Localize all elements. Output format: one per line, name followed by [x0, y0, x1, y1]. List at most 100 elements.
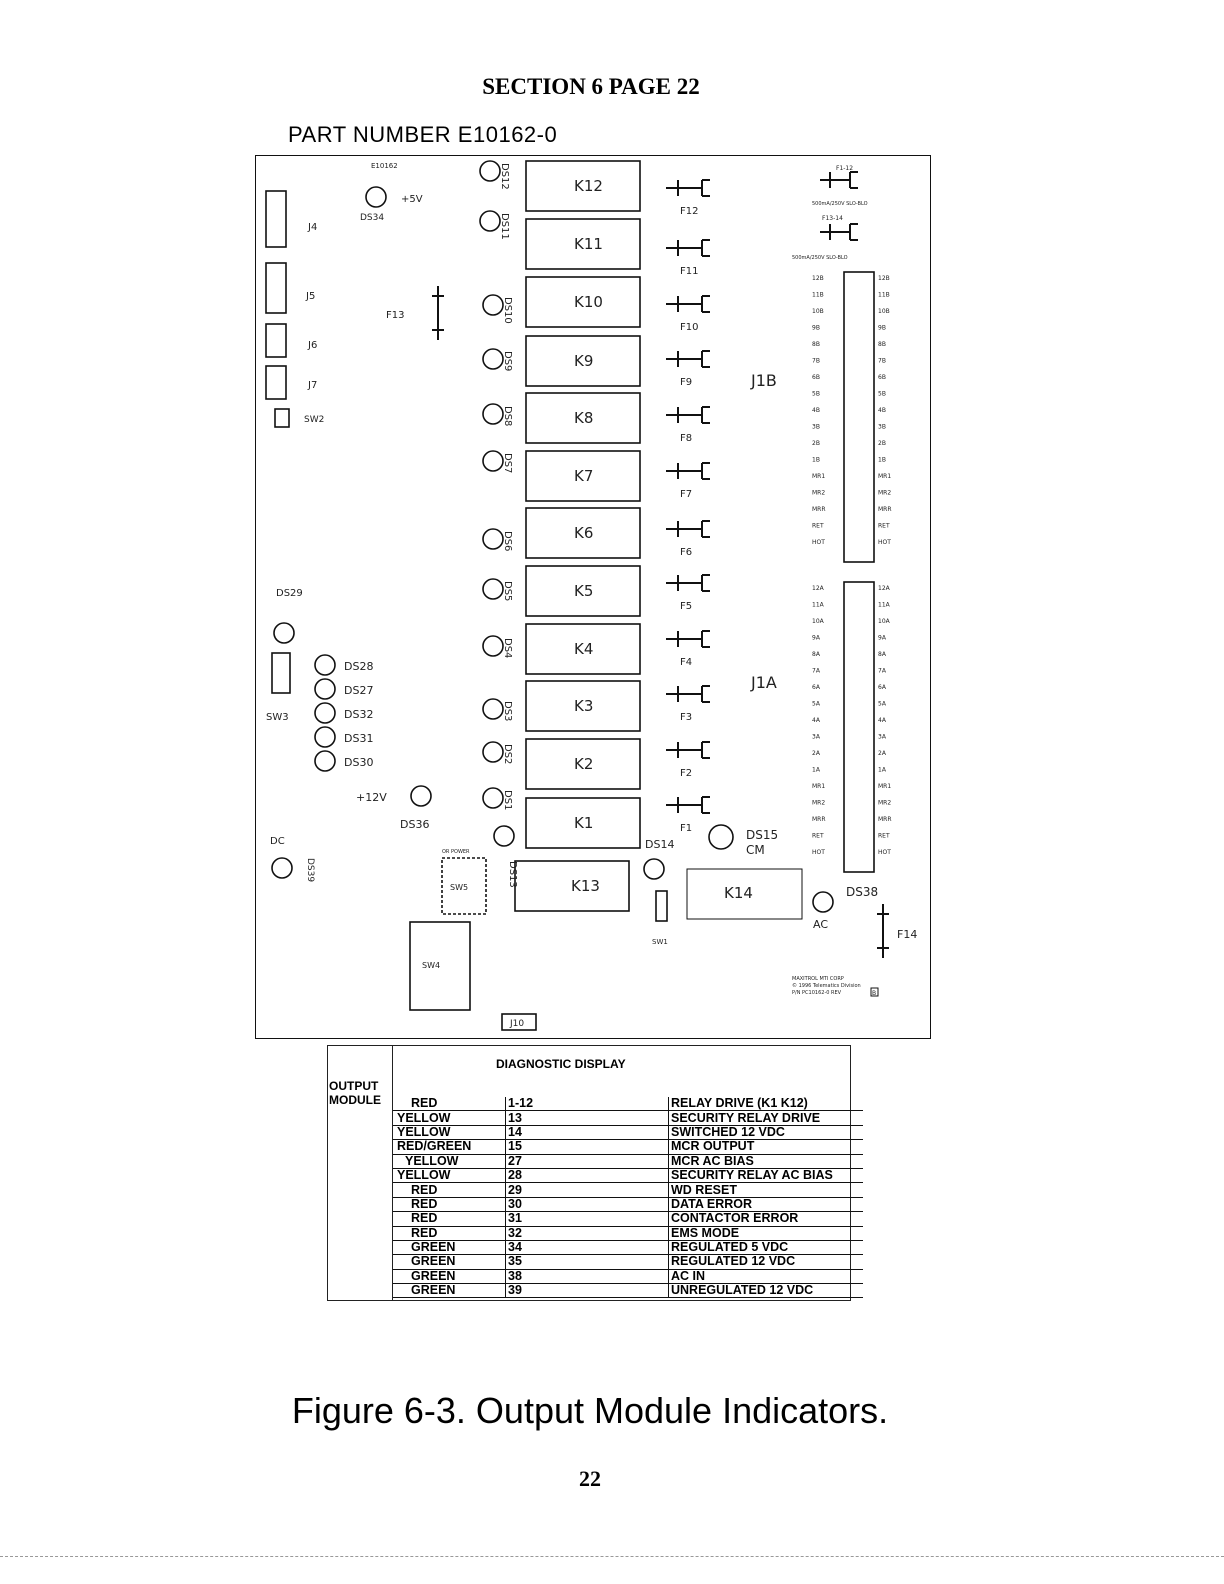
led-function-cell: REGULATED 5 VDC [668, 1240, 863, 1256]
relay-k13 [514, 860, 630, 912]
led-ds7 [482, 450, 504, 472]
led-color-cell: YELLOW [393, 1154, 506, 1169]
switch-label: SW5 [450, 883, 468, 892]
fuse-label: F11 [680, 266, 698, 277]
fuse-label: F5 [680, 601, 692, 612]
relay-label: K6 [574, 524, 593, 542]
fuse-f6 [666, 520, 710, 538]
fuse-label: F1 [680, 823, 692, 834]
led-ds29 [273, 622, 295, 644]
relay-label: K2 [574, 755, 593, 773]
scan-edge-line [0, 1556, 1224, 1557]
label-dc: DC [270, 836, 285, 847]
relay-k11 [525, 218, 641, 270]
led-label: DS34 [360, 213, 384, 223]
pin-label-left: 1A [812, 767, 821, 774]
header-j1a-body [843, 581, 875, 873]
led-label: DS38 [846, 885, 878, 899]
led-color-cell: YELLOW [393, 1168, 506, 1184]
pin-label-left: 5A [812, 701, 821, 708]
switch-caption: OR POWER [442, 849, 470, 855]
relay-label: K14 [724, 884, 753, 902]
fuse-f9 [666, 350, 710, 368]
pin-label-right: 6B [878, 374, 886, 381]
pin-label-right: 1A [878, 767, 887, 774]
label-ac: AC [813, 918, 828, 931]
fuse-f8 [666, 406, 710, 424]
pin-label-right: HOT [878, 539, 891, 546]
pin-label-left: 8A [812, 651, 821, 658]
figure-caption: Figure 6-3. Output Module Indicators. [291, 1390, 889, 1431]
connector-label: J7 [307, 380, 317, 391]
led-ds27 [314, 678, 336, 700]
fuse-label: F14 [897, 928, 917, 941]
pin-label-left: 6B [812, 374, 820, 381]
relay-label: K11 [574, 235, 603, 253]
pin-label-left: MR1 [812, 473, 825, 480]
led-label: DS11 [499, 213, 510, 240]
led-ds31 [314, 726, 336, 748]
pin-label-left: 4B [812, 407, 820, 414]
fuse-f13 [432, 286, 444, 340]
led-label: DS3 [502, 701, 513, 721]
pin-label-left: 2A [812, 750, 821, 757]
relay-k7 [525, 450, 641, 502]
pin-label-right: RET [878, 523, 890, 530]
pin-label-left: 7A [812, 668, 821, 675]
led-ds8 [482, 403, 504, 425]
led-number-cell: 14 [505, 1125, 669, 1141]
pin-label-left: MR2 [812, 800, 825, 807]
pin-label-left: 11A [812, 602, 825, 609]
switch-label: SW2 [304, 415, 324, 425]
led-number-cell: 28 [505, 1168, 669, 1184]
led-label: DS12 [499, 163, 510, 190]
led-label: DS14 [645, 838, 674, 851]
led-ds10 [482, 294, 504, 316]
led-color-cell: RED/GREEN [393, 1139, 506, 1155]
side-label-line2: MODULE [329, 1093, 381, 1107]
pin-label-right: 11A [878, 602, 891, 609]
pin-label-left: 4A [812, 717, 821, 724]
led-number-cell: 13 [505, 1110, 669, 1126]
relay-label: K13 [571, 877, 600, 895]
pin-label-right: RET [878, 833, 890, 840]
switch-label: SW4 [422, 961, 440, 970]
rev-box [870, 987, 879, 997]
section-header: SECTION 6 PAGE 22 [482, 74, 700, 99]
pin-label-left: 6A [812, 684, 821, 691]
led-label: DS36 [400, 818, 429, 831]
led-function-cell: CONTACTOR ERROR [668, 1211, 863, 1227]
pin-label-left: 9A [812, 635, 821, 642]
pin-label-right: 6A [878, 684, 887, 691]
led-number-cell: 1-12 [505, 1097, 669, 1112]
connector-j10 [501, 1013, 537, 1031]
led-label: DS31 [344, 732, 373, 745]
relay-k4 [525, 623, 641, 675]
led-ds28 [314, 654, 336, 676]
led-ds4 [482, 635, 504, 657]
led-function-cell: SECURITY RELAY AC BIAS [668, 1168, 863, 1184]
fuse-f14 [877, 904, 889, 958]
connector-label: J5 [305, 291, 315, 302]
pin-label-right: 3B [878, 424, 886, 431]
fuse-tag: F13-14 [822, 215, 843, 222]
pin-label-left: 10A [812, 618, 825, 625]
led-label: DS4 [502, 638, 513, 658]
fuse-label: F10 [680, 322, 698, 333]
fuse-f11 [666, 239, 710, 257]
pin-label-left: 12A [812, 585, 825, 592]
led-label: DS1 [502, 790, 513, 810]
pin-label-right: 10A [878, 618, 891, 625]
relay-label: K3 [574, 697, 593, 715]
led-label: DS7 [502, 453, 513, 473]
led-color-cell: GREEN [393, 1283, 506, 1299]
pin-label-left: MRR [812, 816, 826, 823]
led-ds13 [493, 825, 515, 847]
